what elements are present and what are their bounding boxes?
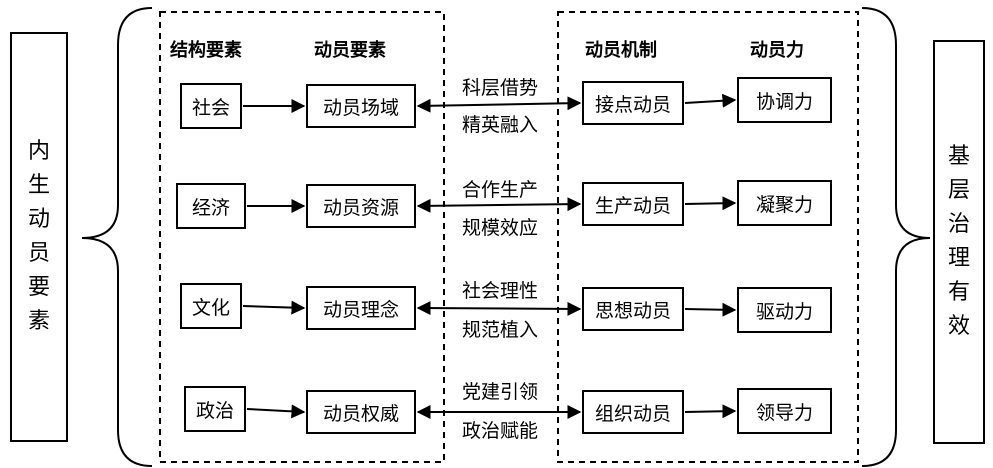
right-label-char: 基	[947, 144, 970, 169]
arrow-mechanism-to-force	[684, 93, 737, 108]
right-label-char: 治	[947, 212, 970, 237]
force-box-leadership: 领导力	[737, 388, 832, 434]
right-label-char: 层	[947, 178, 970, 203]
arrow-mechanism-to-force	[684, 404, 737, 419]
element-box-authority: 动员权威	[306, 390, 416, 434]
element-box-concept: 动员理念	[306, 286, 416, 330]
left-label-char: 动	[27, 207, 50, 232]
arrow-structure-to-element	[246, 404, 306, 419]
arrow-element-mechanism	[416, 197, 582, 213]
structure-box-economy: 经济	[176, 183, 246, 229]
element-box-resources: 动员资源	[306, 184, 416, 228]
grassroots-governance-effectiveness-box: 基 层 治 理 有 效	[933, 40, 985, 444]
link-label-top: 合作生产	[461, 179, 538, 201]
link-label-bottom: 规范植入	[461, 319, 538, 341]
arrow-structure-to-element	[242, 300, 306, 315]
mobilization-mechanism-header: 动员机制	[585, 40, 657, 61]
endogenous-mobilization-factors-box: 内 生 动 员 要 素	[10, 32, 68, 442]
structure-box-politics: 政治	[184, 386, 246, 432]
force-box-cohesion: 凝聚力	[737, 180, 832, 226]
left-brace	[81, 7, 153, 467]
right-label-char: 有	[947, 280, 970, 305]
left-label-char: 要	[27, 275, 50, 300]
right-brace	[861, 7, 931, 467]
arrow-element-mechanism	[416, 301, 582, 316]
element-box-field: 动员场域	[306, 84, 416, 128]
link-label-top: 社会理性	[461, 280, 538, 302]
link-label-top: 科层借势	[461, 77, 538, 99]
mobilization-force-header: 动员力	[750, 40, 804, 61]
left-label-char: 生	[27, 173, 50, 198]
structure-box-culture: 文化	[180, 283, 242, 329]
left-label-char: 素	[27, 309, 50, 334]
force-box-coordination: 协调力	[737, 77, 832, 123]
structure-box-society: 社会	[180, 83, 242, 129]
mobilization-elements-header: 动员要素	[314, 40, 386, 61]
left-label-char: 内	[27, 139, 50, 164]
arrow-mechanism-to-force	[684, 302, 737, 317]
mechanism-box-production: 生产动员	[582, 182, 684, 226]
link-label-bottom: 政治赋能	[461, 420, 538, 442]
link-label-bottom: 规模效应	[461, 217, 538, 239]
structure-elements-header: 结构要素	[170, 40, 242, 61]
force-box-driving: 驱动力	[737, 287, 832, 333]
mechanism-box-nodal: 接点动员	[582, 81, 684, 125]
right-label-char: 效	[947, 314, 970, 339]
mechanism-box-ideological: 思想动员	[582, 287, 684, 331]
left-label-char: 员	[27, 241, 50, 266]
link-label-top: 党建引领	[461, 381, 538, 403]
mechanism-box-organizational: 组织动员	[582, 390, 684, 434]
structure-group-frame	[159, 11, 445, 463]
right-label-char: 理	[947, 246, 970, 271]
link-label-bottom: 精英融入	[461, 114, 538, 136]
arrow-mechanism-to-force	[684, 196, 737, 211]
arrow-element-mechanism	[416, 96, 582, 113]
